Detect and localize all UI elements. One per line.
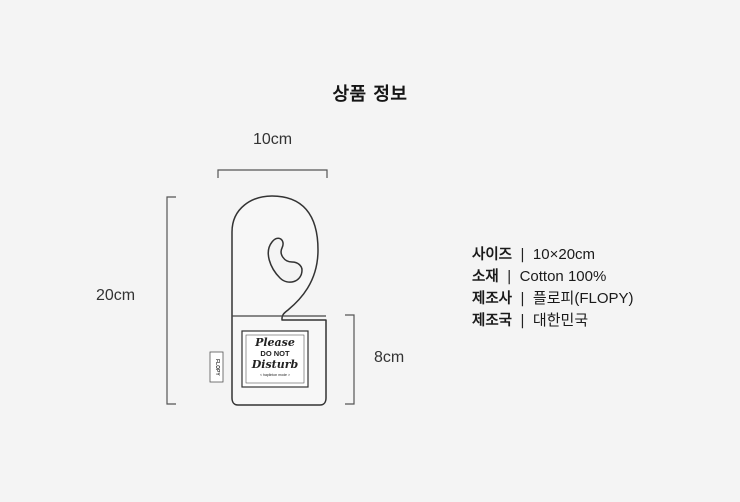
side-tag-text: FLOPY — [214, 358, 220, 376]
spec-label: 제조사 — [472, 291, 513, 307]
spec-separator: | — [506, 269, 512, 285]
spec-value: 10×20cm — [532, 246, 596, 263]
door-label — [241, 330, 309, 388]
spec-label: 제조국 — [472, 313, 513, 329]
spec-row-origin: 제조국 | 대한민국 — [472, 310, 634, 332]
width-bracket — [217, 169, 328, 178]
spec-row-size: 사이즈 | 10×20cm — [472, 244, 634, 266]
spec-label: 사이즈 — [472, 247, 513, 263]
product-specs: 사이즈 | 10×20cm 소재 | Cotton 100% 제조사 | 플로피… — [472, 244, 634, 332]
spec-separator: | — [520, 313, 525, 329]
door-label-text: Please DO NOT Disturb < haplinton mode > — [246, 337, 304, 379]
spec-row-material: 소재 | Cotton 100% — [472, 266, 634, 288]
height-bracket — [166, 196, 176, 405]
label-line-subtitle: < haplinton mode > — [260, 373, 290, 377]
height-dimension-label: 20cm — [96, 287, 136, 304]
side-tag — [209, 351, 224, 383]
spec-value: Cotton 100% — [519, 268, 607, 285]
spec-row-manufacturer: 제조사 | 플로피(FLOPY) — [472, 288, 634, 310]
pocket-height-dimension-label: 8cm — [374, 349, 405, 366]
page-title: 상품 정보 — [332, 84, 408, 105]
label-line-disturb: Disturb — [251, 358, 299, 371]
spec-separator: | — [520, 291, 525, 307]
spec-value: 대한민국 — [532, 312, 589, 329]
spec-label: 소재 — [472, 269, 499, 285]
pocket-bracket — [345, 314, 355, 405]
spec-separator: | — [520, 247, 525, 263]
spec-value: 플로피(FLOPY) — [532, 290, 634, 307]
width-dimension-label: 10cm — [253, 131, 293, 148]
label-line-do-not: DO NOT — [260, 349, 290, 358]
label-line-please: Please — [255, 336, 295, 349]
